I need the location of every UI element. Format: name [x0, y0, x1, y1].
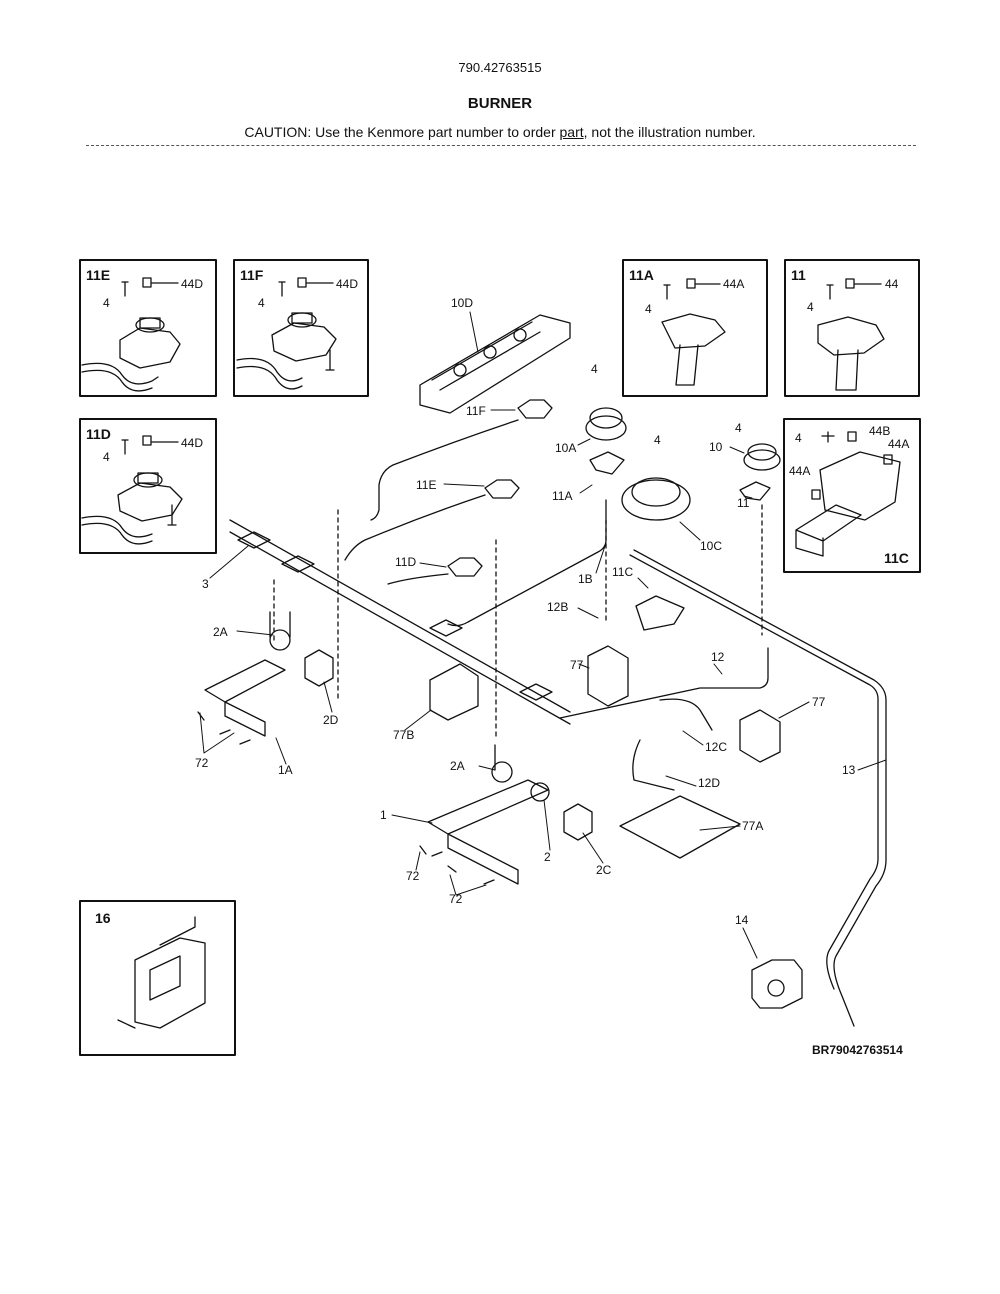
- callout-11A: 11A: [552, 489, 572, 503]
- caution-text-end: , not the illustration number.: [583, 124, 756, 140]
- callout-3: 3: [202, 577, 209, 591]
- inset-11A: 11A 4 44A: [622, 259, 768, 397]
- callout-77-right: 77: [812, 695, 826, 709]
- callout-2A-mid: 2A: [450, 759, 465, 773]
- inset-11C: 11C 4 44B 44A 44A: [783, 418, 921, 573]
- caution-part-word: part: [559, 124, 584, 140]
- callout-12: 12: [711, 650, 725, 664]
- inset-11-title: 11: [791, 267, 806, 283]
- callout-11C: 11C: [612, 565, 633, 579]
- callout-10A: 10A: [555, 441, 576, 455]
- callout-72-b: 72: [449, 892, 463, 906]
- callout-10D: 10D: [451, 296, 473, 310]
- callout-4-b: 4: [654, 433, 661, 447]
- callout-12D: 12D: [698, 776, 720, 790]
- inset-11F-screw-label: 4: [258, 296, 265, 310]
- callout-11: 11: [737, 496, 750, 510]
- model-number: 790.42763515: [458, 60, 542, 75]
- inset-11C-title: 11C: [884, 550, 909, 566]
- inset-11A-cap-label: 44A: [723, 277, 744, 291]
- inset-11F: 11F 4 44D: [233, 259, 369, 397]
- inset-11-cap-label: 44: [885, 277, 899, 291]
- inset-11E-screw-label: 4: [103, 296, 110, 310]
- inset-11A-screw-label: 4: [645, 302, 652, 316]
- callout-12C: 12C: [705, 740, 727, 754]
- inset-11D-title: 11D: [86, 426, 111, 442]
- callout-2: 2: [544, 850, 551, 864]
- inset-11-screw-label: 4: [807, 300, 814, 314]
- callout-77A: 77A: [742, 819, 763, 833]
- callout-11D: 11D: [395, 555, 416, 569]
- inset-11D-cap-label: 44D: [181, 436, 203, 450]
- caution-text-start: CAUTION: Use the Kenmore part number to …: [244, 124, 560, 140]
- callout-11E: 11E: [416, 478, 436, 492]
- inset-11: 11 4 44: [784, 259, 920, 397]
- inset-16-title: 16: [95, 910, 111, 926]
- inset-11A-title: 11A: [629, 267, 654, 283]
- callout-10: 10: [709, 440, 723, 454]
- inset-16: 16: [79, 900, 236, 1056]
- header-divider: [86, 145, 916, 146]
- callout-77B: 77B: [393, 728, 414, 742]
- inset-11C-screw-label: 4: [795, 431, 802, 445]
- inset-11F-cap-label: 44D: [336, 277, 358, 291]
- inset-11D: 11D 4 44D: [79, 418, 217, 554]
- inset-11C-cap-44A-left: 44A: [789, 464, 810, 478]
- callout-77-mid: 77: [570, 658, 584, 672]
- callout-2A-top: 2A: [213, 625, 228, 639]
- callout-72-left: 72: [195, 756, 209, 770]
- inset-11E: 11E 4 44D: [79, 259, 217, 397]
- callout-1B: 1B: [578, 572, 593, 586]
- callout-14: 14: [735, 913, 749, 927]
- callout-1: 1: [380, 808, 387, 822]
- callout-2D: 2D: [323, 713, 339, 727]
- inset-11F-title: 11F: [240, 267, 264, 283]
- leader-lines: [199, 311, 887, 959]
- callout-4-a: 4: [591, 362, 598, 376]
- callout-labels: 10D 4 11F 10A 4 11A 10C 4 10 11 11E 11D …: [195, 296, 856, 927]
- caution-note: CAUTION: Use the Kenmore part number to …: [0, 124, 1000, 140]
- callout-11F: 11F: [466, 404, 486, 418]
- callout-12B: 12B: [547, 600, 568, 614]
- inset-11D-screw-label: 4: [103, 450, 110, 464]
- callout-1A: 1A: [278, 763, 293, 777]
- inset-11E-title: 11E: [86, 267, 110, 283]
- callout-10C: 10C: [700, 539, 722, 553]
- inset-11C-cap-44B: 44B: [869, 424, 890, 438]
- main-assembly: [197, 314, 887, 1027]
- callout-2C: 2C: [596, 863, 612, 877]
- inset-11C-cap-44A-right: 44A: [888, 437, 909, 451]
- callout-4-c: 4: [735, 421, 742, 435]
- drawing-id: BR79042763514: [812, 1043, 903, 1057]
- inset-11E-cap-label: 44D: [181, 277, 203, 291]
- callout-72-a: 72: [406, 869, 420, 883]
- callout-13: 13: [842, 763, 856, 777]
- page-title: BURNER: [467, 95, 533, 112]
